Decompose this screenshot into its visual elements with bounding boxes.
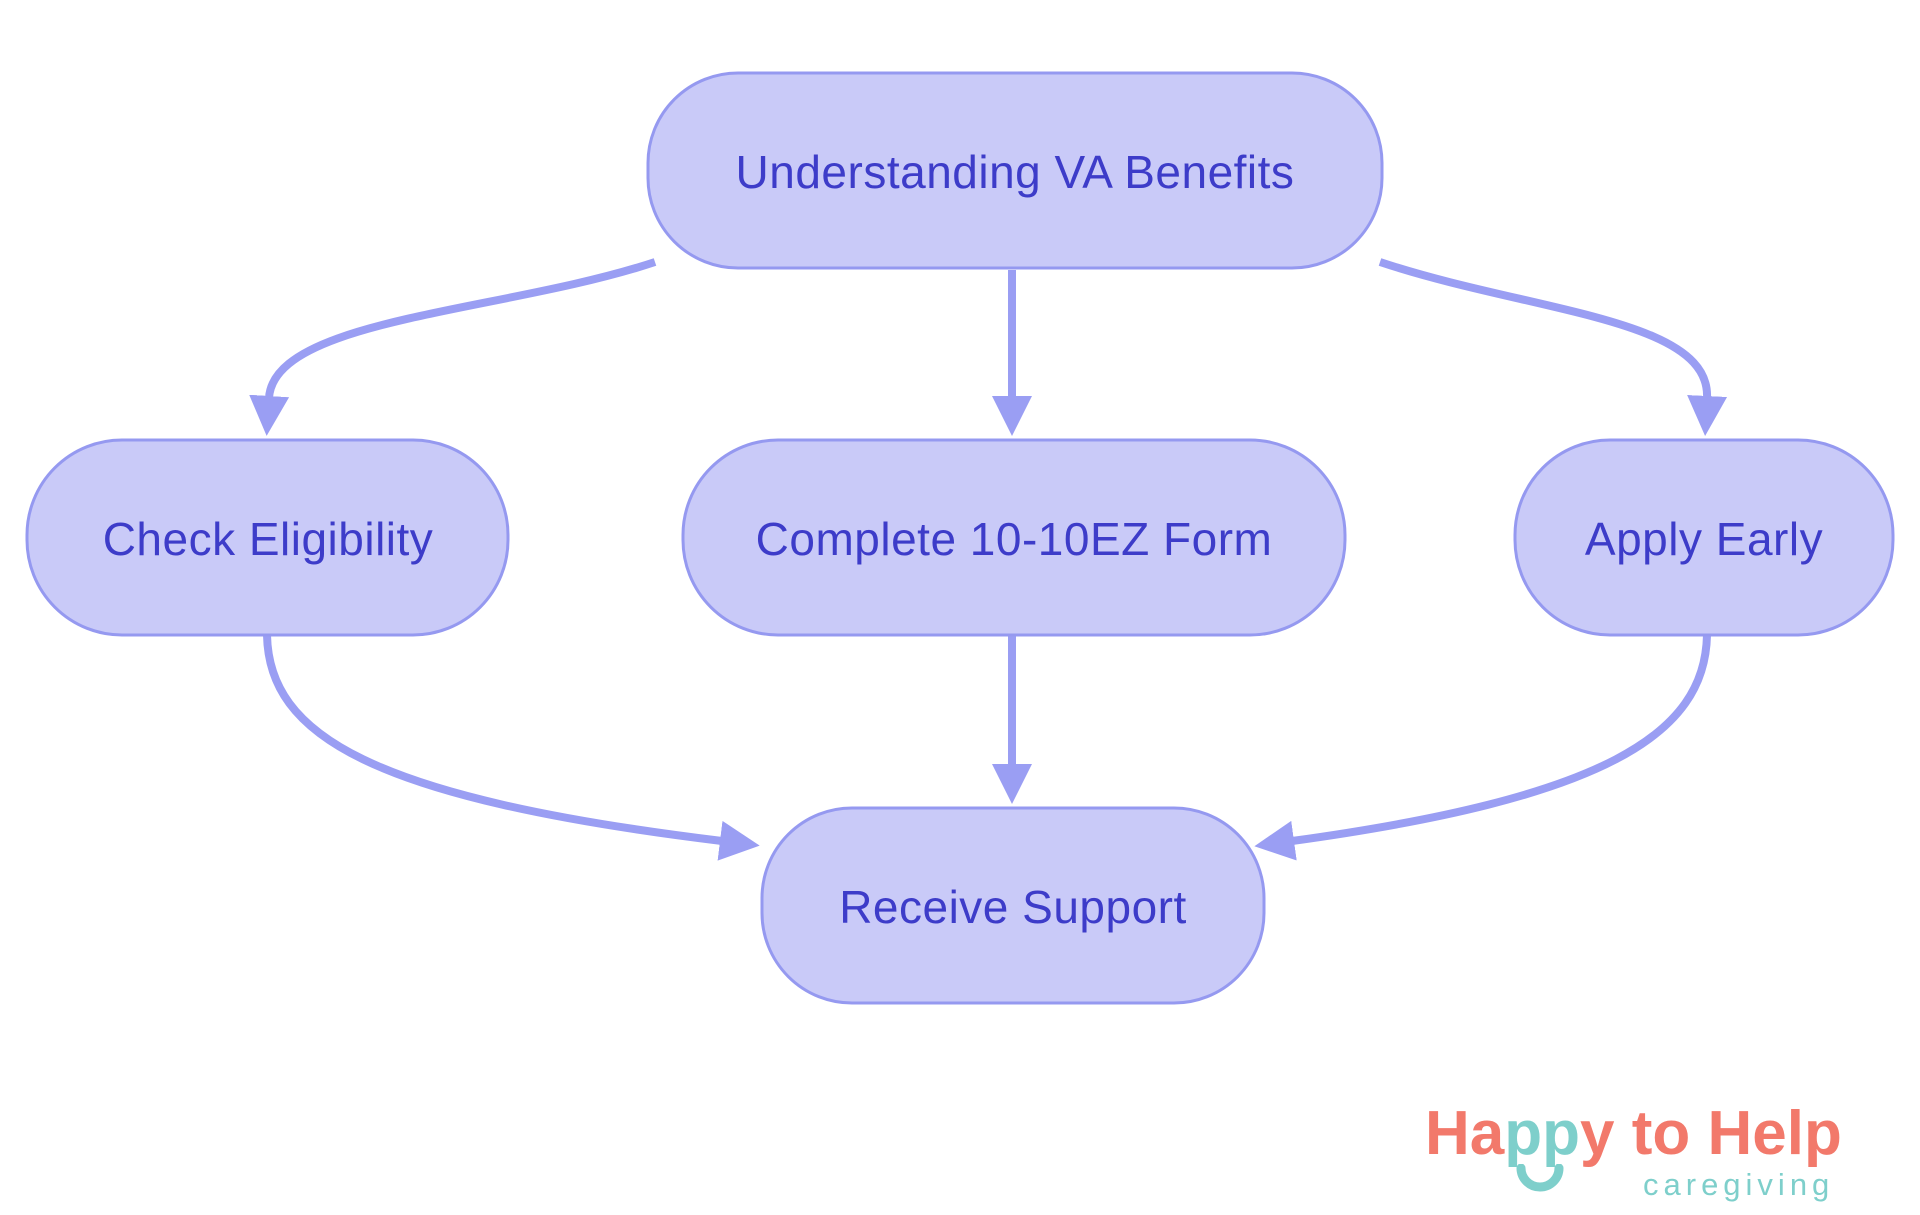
node-label-understanding-va-benefits: Understanding VA Benefits [736, 146, 1295, 198]
node-label-complete-10-10ez-form: Complete 10-10EZ Form [756, 513, 1273, 565]
node-label-check-eligibility: Check Eligibility [103, 513, 434, 565]
node-shape-apply-early [1513, 438, 1895, 637]
brand-wordmark-part2: pp [1504, 1103, 1580, 1192]
node-shape-complete-10-10ez-form [681, 438, 1347, 637]
node-label-apply-early: Apply Early [1585, 513, 1823, 565]
brand-wordmark-part1: Ha [1425, 1099, 1505, 1168]
node-understanding-va-benefits: Understanding VA Benefits [646, 71, 1384, 270]
node-shape-receive-support [760, 806, 1266, 1005]
edge-understanding-to-check [249, 258, 657, 436]
node-apply-early: Apply Early [1513, 438, 1895, 637]
node-shape-understanding-va-benefits [646, 71, 1384, 270]
node-label-receive-support: Receive Support [839, 881, 1187, 933]
brand-subtitle: caregiving [1643, 1167, 1835, 1202]
node-complete-10-10ez-form: Complete 10-10EZ Form [681, 438, 1347, 637]
smile-icon [1516, 1164, 1564, 1192]
node-receive-support: Receive Support [760, 806, 1266, 1005]
edge-check-to-receive [263, 634, 760, 861]
brand-wordmark-part3: y to Help [1580, 1099, 1842, 1168]
node-shape-check-eligibility [25, 438, 510, 637]
edge-apply-to-receive [1254, 634, 1711, 861]
node-check-eligibility: Check Eligibility [25, 438, 510, 637]
edge-understanding-to-apply [1378, 258, 1728, 436]
